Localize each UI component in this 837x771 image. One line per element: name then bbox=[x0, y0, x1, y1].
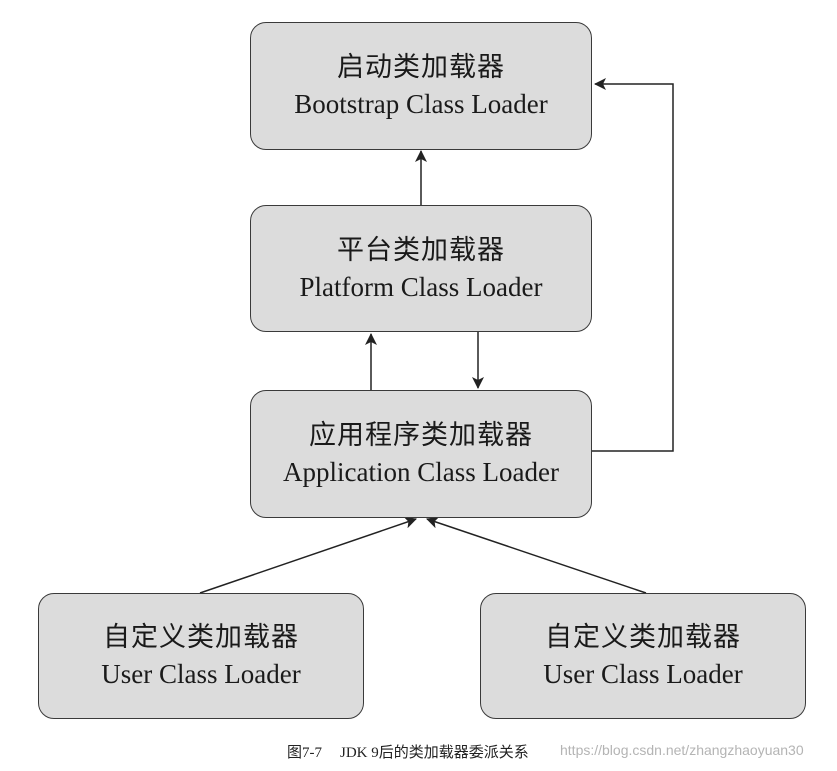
user-right-zh-label: 自定义类加载器 bbox=[545, 622, 741, 653]
application-class-loader-node: 应用程序类加载器 Application Class Loader bbox=[250, 390, 592, 518]
user-class-loader-left-node: 自定义类加载器 User Class Loader bbox=[38, 593, 364, 719]
watermark-text: https://blog.csdn.net/zhangzhaoyuan30 bbox=[560, 742, 804, 758]
caption-text: JDK 9后的类加载器委派关系 bbox=[340, 745, 529, 761]
edge-application-to-bootstrap bbox=[591, 78, 674, 452]
edge-user-right-to-application bbox=[426, 516, 647, 594]
user-left-en-label: User Class Loader bbox=[101, 659, 301, 689]
platform-en-label: Platform Class Loader bbox=[299, 271, 543, 302]
bootstrap-en-label: Bootstrap Class Loader bbox=[294, 89, 548, 119]
user-left-zh-label: 自定义类加载器 bbox=[103, 622, 299, 653]
caption-number: 图7-7 bbox=[287, 745, 322, 761]
user-class-loader-right-node: 自定义类加载器 User Class Loader bbox=[480, 593, 806, 719]
user-right-en-label: User Class Loader bbox=[543, 659, 743, 689]
edge-user-left-to-application bbox=[199, 516, 417, 594]
bootstrap-zh-label: 启动类加载器 bbox=[337, 52, 505, 83]
application-zh-label: 应用程序类加载器 bbox=[309, 420, 533, 451]
platform-zh-label: 平台类加载器 bbox=[337, 234, 505, 266]
figure-caption: 图7-7 JDK 9后的类加载器委派关系 https://blog.csdn.ne… bbox=[0, 741, 837, 763]
application-en-label: Application Class Loader bbox=[283, 457, 559, 487]
bootstrap-class-loader-node: 启动类加载器 Bootstrap Class Loader bbox=[250, 22, 592, 150]
platform-class-loader-node: 平台类加载器 Platform Class Loader bbox=[250, 205, 592, 332]
